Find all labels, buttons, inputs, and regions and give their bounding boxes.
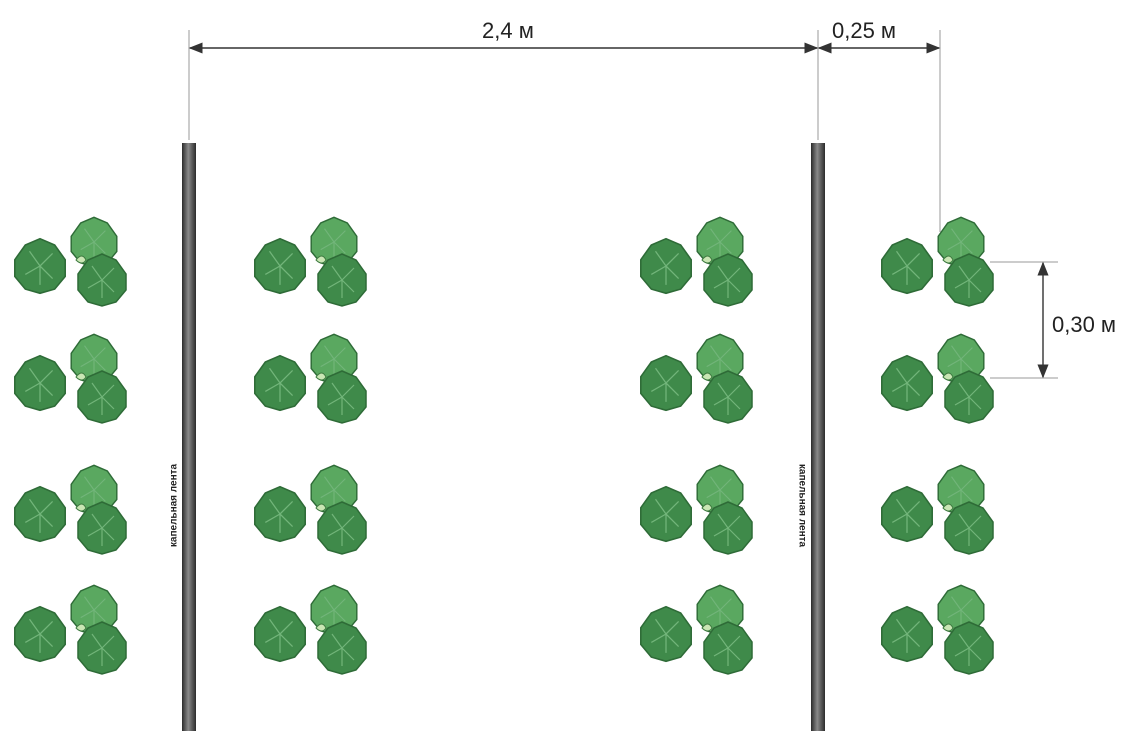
cucumber-plant [255,217,366,306]
cucumber-plant [15,217,126,306]
cucumber-plant [882,334,993,423]
cucumber-plant [15,465,126,554]
dimension-row-spacing [189,30,818,140]
label-plant-offset: 0,25 м [832,18,896,44]
cucumber-plant [641,217,752,306]
cucumber-plant [882,585,993,674]
cucumber-plant [255,334,366,423]
cucumber-plant [641,585,752,674]
label-plant-spacing: 0,30 м [1052,312,1116,338]
dimension-plant-spacing [990,262,1058,378]
cucumber-plant [255,585,366,674]
plants-group [15,217,993,674]
drip-tape-right [811,143,825,731]
cucumber-plant [882,217,993,306]
label-row-spacing: 2,4 м [482,18,534,44]
cucumber-plant [15,585,126,674]
tape-label-right: капельная лента [797,456,808,556]
cucumber-plant [882,465,993,554]
drip-tape-left [182,143,196,731]
cucumber-plant [255,465,366,554]
dimension-plant-offset [819,30,940,232]
tape-label-left: капельная лента [169,456,180,556]
cucumber-plant [641,334,752,423]
cucumber-plant [641,465,752,554]
cucumber-plant [15,334,126,423]
